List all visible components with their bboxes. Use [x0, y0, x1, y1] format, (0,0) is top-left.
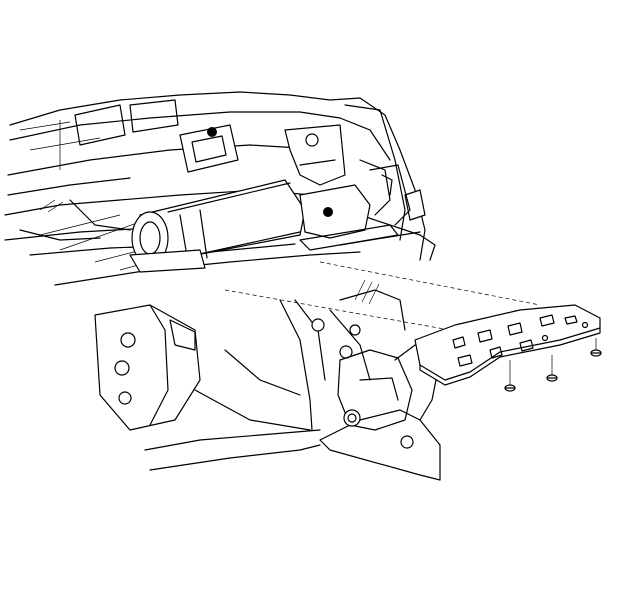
bolt-1 — [504, 360, 516, 392]
detail-hatching — [39, 199, 380, 305]
crossmember — [279, 289, 406, 431]
left-frame-rail — [94, 304, 321, 471]
right-bracket-assembly — [299, 164, 421, 251]
bolt-3 — [590, 338, 602, 357]
canister — [129, 179, 306, 273]
lower-right-support — [319, 344, 441, 481]
alignment-dashed-lines — [224, 261, 541, 331]
skid-plate — [414, 304, 601, 386]
fasteners — [504, 338, 602, 392]
upper-body-structure — [7, 91, 426, 261]
bolt-2 — [546, 355, 558, 382]
